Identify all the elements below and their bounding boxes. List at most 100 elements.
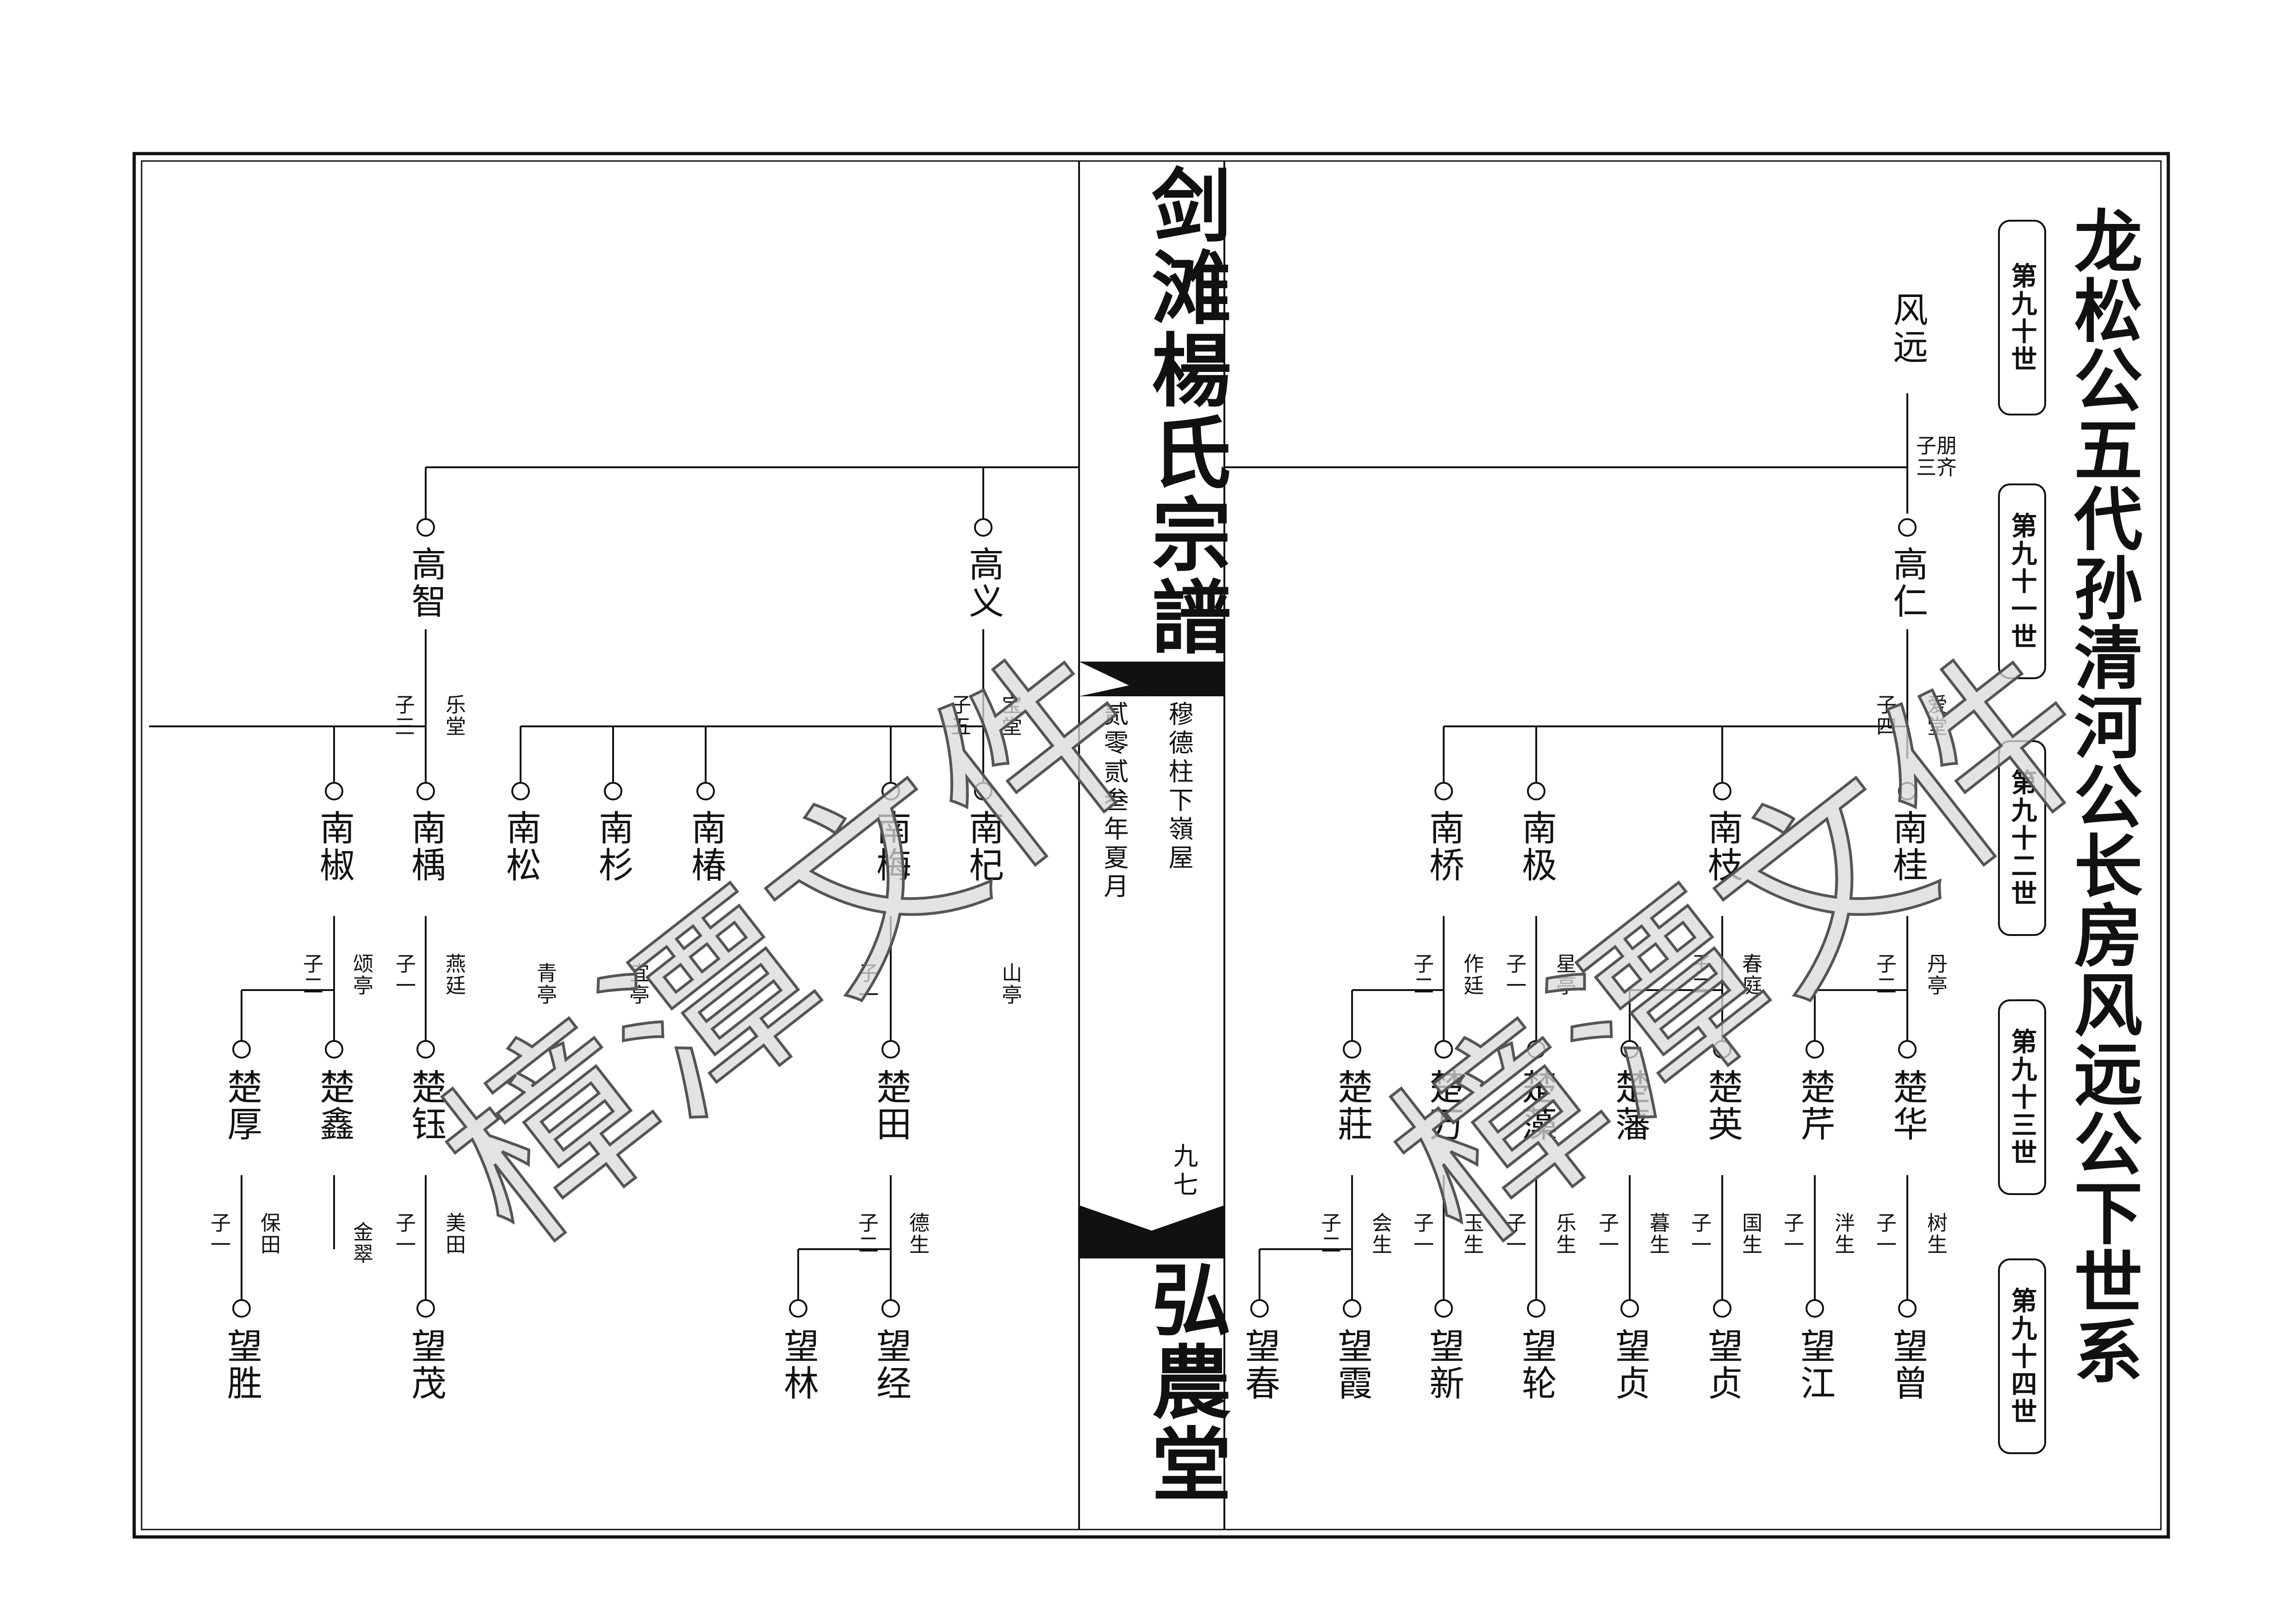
hall-name: 德生 [906, 1212, 929, 1256]
sons-count: 子五 [947, 694, 971, 737]
person-name: 望胜 [221, 1328, 262, 1402]
generation-badge-93: 第九十三世 [1998, 999, 2046, 1195]
person-name: 南楀 [405, 810, 447, 884]
person-name: 南桥 [1423, 810, 1464, 884]
person-name: 南桂 [1887, 810, 1928, 884]
hall-name: 国生 [1738, 1212, 1762, 1256]
person-name: 望春 [1239, 1328, 1280, 1402]
hall-name: 宝堂 [998, 694, 1022, 737]
hall-name: 丹亭 [1924, 953, 1947, 997]
hall-name: 爱堂 [1924, 694, 1947, 737]
hall-name: 玉生 [1460, 1212, 1483, 1256]
sons-count: 子二 [1317, 1212, 1341, 1256]
generation-label: 第九十三世 [2007, 1028, 2037, 1167]
hall-name: 暮生 [1646, 1212, 1669, 1256]
sons-count: 子一 [1502, 1212, 1526, 1256]
person-name: 望林 [778, 1328, 819, 1402]
hall-name: 山亭 [998, 962, 1022, 1006]
sons-count: 子一 [1688, 1212, 1711, 1256]
person-name: 楚芹 [1794, 1069, 1836, 1143]
spine-place: 穆德柱下嶺屋 [1164, 701, 1193, 873]
generation-label: 第九十二世 [2007, 768, 2037, 908]
person-name: 楚钰 [405, 1069, 447, 1143]
generation-label: 第九十一世 [2007, 512, 2037, 651]
person-name: 楚鑫 [314, 1069, 355, 1143]
hall-name: 星亭 [1552, 953, 1576, 997]
sons-count: 子一 [855, 962, 878, 1006]
hall-name: 青亭 [533, 962, 557, 1006]
person-name: 望贞 [1702, 1328, 1743, 1402]
hall-name: 颂亭 [349, 953, 373, 997]
hall-name: 燕廷 [442, 953, 465, 997]
generation-badge-94: 第九十四世 [1998, 1258, 2046, 1454]
person-name: 楚华 [1887, 1069, 1928, 1143]
sons-count: 子四 [1873, 694, 1896, 737]
sons-count: 子三 [391, 694, 415, 737]
generation-label: 第九十世 [2007, 262, 2037, 373]
sons-count: 子一 [1502, 953, 1526, 997]
sons-count: 子二 [1410, 953, 1433, 997]
person-name: 楚田 [870, 1069, 912, 1143]
hall-name: 保田 [257, 1212, 280, 1256]
hall-name: 金翠 [349, 1221, 373, 1265]
sons-count: 子一 [1873, 1212, 1896, 1256]
spine-date: 贰零贰叁年夏月 [1099, 701, 1129, 902]
person-name: 望贞 [1609, 1328, 1651, 1402]
hall-name: 宜亭 [626, 962, 649, 1006]
page-title: 龙松公五代孙清河公长房风远公下世系 [2062, 206, 2143, 1386]
hall-name: 乐堂 [442, 694, 465, 737]
person-name: 楚莊 [1332, 1069, 1373, 1143]
sons-count: 子二 [1873, 953, 1896, 997]
person-name: 望霞 [1332, 1328, 1373, 1402]
sons-count: 子一 [392, 1212, 416, 1256]
person-name: 南杞 [963, 810, 1004, 884]
person-name: 楚藩 [1609, 1069, 1651, 1143]
person-name: 南枝 [1702, 810, 1743, 884]
person-name: 楚藻 [1516, 1069, 1557, 1143]
person-name: 南椿 [685, 810, 726, 884]
sons-count: 子一 [1780, 1212, 1804, 1256]
hall-name: 春庭 [1738, 953, 1762, 997]
sons-count: 子一 [1410, 1212, 1433, 1256]
person-name: 风远 [1887, 291, 1928, 365]
hall-name: 会生 [1368, 1212, 1392, 1256]
person-name: 高义 [963, 546, 1004, 620]
generation-badge-91: 第九十一世 [1998, 483, 2046, 679]
person-name: 高仁 [1887, 546, 1928, 620]
sons-count: 子一 [207, 1212, 230, 1256]
hall-name: 乐生 [1552, 1212, 1576, 1256]
person-name: 望江 [1794, 1328, 1836, 1402]
spine-title: 剑滩楊氏宗譜 [1138, 164, 1232, 658]
sons-count: 子二 [855, 1212, 878, 1256]
hall-name: 树生 [1924, 1212, 1947, 1256]
sons-count: 子三 [1912, 435, 1936, 478]
spine-hall: 弘農堂 [1138, 1258, 1232, 1505]
person-name: 南松 [500, 810, 541, 884]
sons-count: 子一 [1595, 1212, 1619, 1256]
hall-name: 作廷 [1460, 953, 1483, 997]
person-name: 楚英 [1702, 1069, 1743, 1143]
generation-badge-90: 第九十世 [1998, 220, 2046, 415]
person-name: 望新 [1423, 1328, 1464, 1402]
hall-name: 朋齐 [1933, 435, 1956, 478]
sons-count: 子二 [1688, 953, 1711, 997]
person-name: 楚厚 [221, 1069, 262, 1143]
person-name: 望轮 [1516, 1328, 1557, 1402]
person-name: 南椒 [314, 810, 355, 884]
generation-badge-92: 第九十二世 [1998, 740, 2046, 936]
person-name: 南梅 [870, 810, 912, 884]
person-name: 望茂 [405, 1328, 447, 1402]
sons-count: 子一 [392, 953, 416, 997]
person-name: 南极 [1516, 810, 1557, 884]
person-name: 望经 [870, 1328, 912, 1402]
person-name: 楚万 [1423, 1069, 1464, 1143]
person-name: 南杉 [593, 810, 634, 884]
person-name: 高智 [405, 546, 447, 620]
hall-name: 泮生 [1831, 1212, 1855, 1256]
sons-count: 子二 [299, 953, 323, 997]
page-number: 九七 [1169, 1143, 1198, 1200]
generation-label: 第九十四世 [2007, 1287, 2037, 1426]
person-name: 望曾 [1887, 1328, 1928, 1402]
hall-name: 美田 [442, 1212, 465, 1256]
